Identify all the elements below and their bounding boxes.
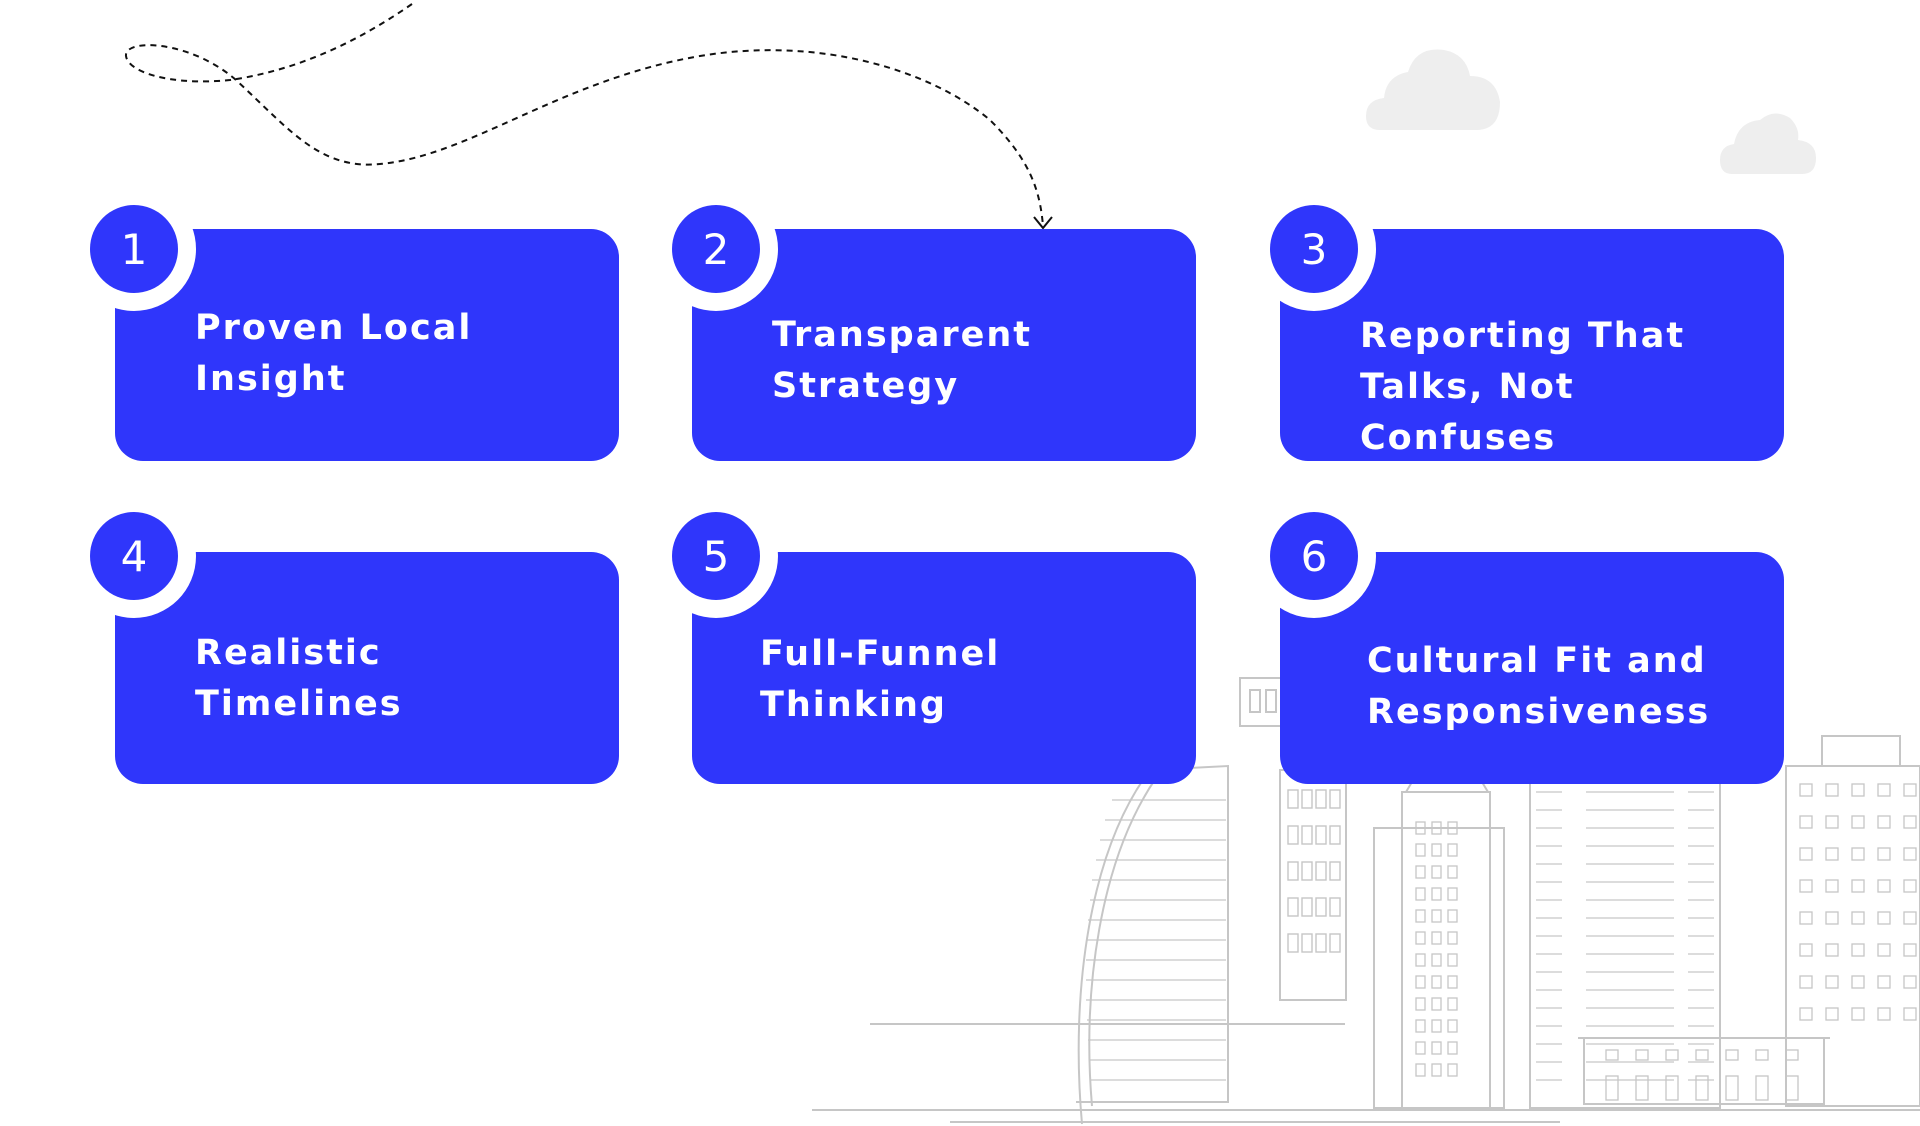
feature-card-3: 3 Reporting That Talks, Not Confuses	[1270, 205, 1784, 461]
step-number-badge: 5	[672, 512, 760, 600]
feature-card-label: Realistic Timelines	[195, 633, 403, 724]
cloud-icon	[1720, 113, 1816, 174]
feature-card-label: Transparent Strategy	[772, 315, 1032, 406]
feature-card-6: 6 Cultural Fit and Responsiveness	[1270, 512, 1784, 784]
step-number-badge: 1	[90, 205, 178, 293]
feature-card-2: 2 Transparent Strategy	[672, 205, 1196, 461]
feature-card-5: 5 Full-Funnel Thinking	[672, 512, 1196, 784]
feature-card-label: Full-Funnel Thinking	[760, 634, 1001, 725]
feature-card-1: 1 Proven Local Insight	[90, 205, 619, 461]
dashed-flight-path-icon	[124, 3, 1053, 230]
step-number-badge: 3	[1270, 205, 1358, 293]
cloud-icon	[1366, 49, 1500, 130]
feature-card-label: Reporting That Talks, Not Confuses	[1360, 316, 1686, 458]
step-number-badge: 6	[1270, 512, 1358, 600]
step-number-badge: 2	[672, 205, 760, 293]
step-number-badge: 4	[90, 512, 178, 600]
feature-card-4: 4 Realistic Timelines	[90, 512, 619, 784]
feature-card-label: Cultural Fit and Responsiveness	[1367, 641, 1711, 732]
feature-card-label: Proven Local Insight	[195, 308, 473, 399]
city-skyline-illustration	[812, 677, 1920, 1125]
